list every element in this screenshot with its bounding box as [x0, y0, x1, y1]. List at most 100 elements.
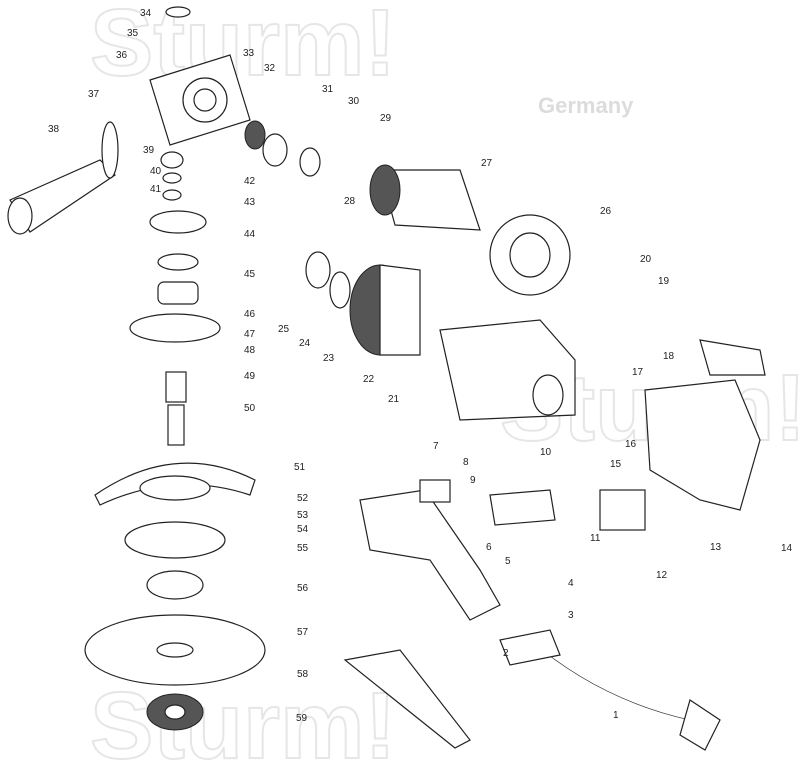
bearing-sleeve	[329, 271, 351, 309]
part-label-8: 8	[463, 457, 469, 468]
part-label-45: 45	[244, 269, 256, 280]
cord-sleeve	[499, 629, 561, 666]
rubber-ring-hole	[509, 232, 551, 278]
part-label-28: 28	[344, 196, 356, 207]
part-label-36: 36	[116, 50, 128, 61]
spanner	[343, 649, 471, 749]
circlip	[157, 253, 199, 271]
part-label-23: 23	[323, 353, 335, 364]
guard-plate	[124, 521, 226, 559]
part-label-33: 33	[243, 48, 255, 59]
armature-bearing	[262, 133, 288, 167]
part-label-4: 4	[568, 578, 574, 589]
handle-flange	[101, 121, 119, 179]
stator-body	[379, 264, 421, 356]
housing-bore-inner	[193, 88, 217, 112]
watermark-brand-top: Sturm!	[90, 0, 396, 96]
spindle	[167, 404, 185, 446]
part-label-7: 7	[433, 441, 439, 452]
pinion	[244, 120, 266, 150]
part-label-21: 21	[388, 394, 400, 405]
ball-bearing	[157, 281, 199, 305]
part-label-5: 5	[505, 556, 511, 567]
part-label-52: 52	[297, 493, 309, 504]
part-label-39: 39	[143, 145, 155, 156]
watermark-country: Germany	[538, 93, 634, 118]
part-label-43: 43	[244, 197, 256, 208]
inner-flange	[146, 570, 204, 600]
part-label-57: 57	[297, 627, 309, 638]
part-label-22: 22	[363, 374, 375, 385]
part-label-55: 55	[297, 543, 309, 554]
part-label-50: 50	[244, 403, 256, 414]
part-label-47: 47	[244, 329, 256, 340]
part-label-25: 25	[278, 324, 290, 335]
part-label-42: 42	[244, 176, 256, 187]
part-label-48: 48	[244, 345, 256, 356]
part-label-53: 53	[297, 510, 309, 521]
parts-drawing	[7, 6, 766, 751]
part-label-40: 40	[150, 166, 162, 177]
part-label-26: 26	[600, 206, 612, 217]
main-handle	[359, 489, 501, 621]
part-label-12: 12	[656, 570, 668, 581]
armature-fan	[369, 164, 401, 216]
housing-rear	[532, 374, 564, 416]
spindle-key	[165, 371, 187, 403]
part-label-34: 34	[140, 8, 152, 19]
part-label-41: 41	[150, 184, 162, 195]
part-label-32: 32	[264, 63, 276, 74]
part-label-2: 2	[503, 648, 509, 659]
bearing-flange	[129, 313, 221, 343]
rear-cover	[644, 379, 761, 511]
part-label-9: 9	[470, 475, 476, 486]
part-label-10: 10	[540, 447, 552, 458]
plug	[679, 699, 721, 751]
part-label-35: 35	[127, 28, 139, 39]
spindle-lock-button	[165, 6, 191, 18]
disc-hub	[156, 642, 194, 658]
part-label-54: 54	[297, 524, 309, 535]
part-label-59: 59	[296, 713, 308, 724]
part-label-24: 24	[299, 338, 311, 349]
bevel-gear	[149, 210, 207, 234]
guard-collar	[139, 475, 211, 501]
part-label-44: 44	[244, 229, 256, 240]
part-label-19: 19	[658, 276, 670, 287]
part-label-51: 51	[294, 462, 306, 473]
brush-assembly	[489, 489, 556, 526]
retaining-ring	[299, 147, 321, 177]
washer	[162, 172, 182, 184]
part-label-29: 29	[380, 113, 392, 124]
part-label-38: 38	[48, 124, 60, 135]
part-label-31: 31	[322, 84, 334, 95]
part-label-20: 20	[640, 254, 652, 265]
part-label-1: 1	[613, 710, 619, 721]
flange-nut-hole	[164, 704, 186, 720]
switch-lever	[699, 339, 766, 376]
part-label-46: 46	[244, 309, 256, 320]
part-label-37: 37	[88, 89, 100, 100]
rear-bearing	[305, 251, 331, 289]
part-label-58: 58	[297, 669, 309, 680]
part-label-14: 14	[781, 543, 793, 554]
part-label-16: 16	[625, 439, 637, 450]
switch	[599, 489, 646, 531]
part-label-6: 6	[486, 542, 492, 553]
part-label-49: 49	[244, 371, 256, 382]
part-label-11: 11	[590, 533, 601, 544]
part-label-56: 56	[297, 583, 309, 594]
part-label-30: 30	[348, 96, 360, 107]
part-label-18: 18	[663, 351, 675, 362]
needle-bearing	[160, 151, 184, 169]
handle-end	[7, 197, 33, 235]
part-label-13: 13	[710, 542, 722, 553]
ring	[162, 189, 182, 201]
part-label-17: 17	[632, 367, 644, 378]
watermark-brand-bottom: Sturm!	[90, 673, 396, 768]
part-label-27: 27	[481, 158, 493, 169]
brush-holder	[419, 479, 451, 503]
